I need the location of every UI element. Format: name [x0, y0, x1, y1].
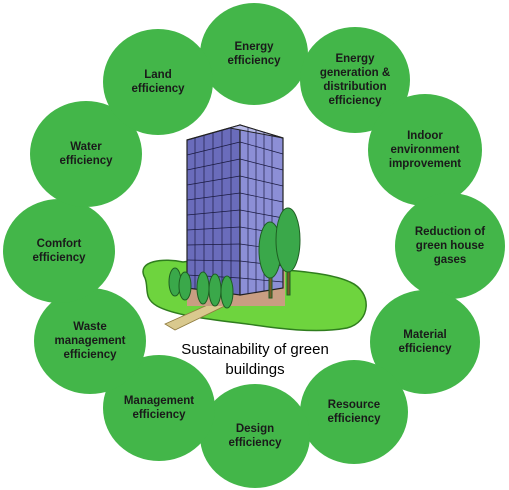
green-building-illustration	[142, 124, 367, 332]
trees	[168, 207, 301, 309]
node-label: Energy generation & distribution efficie…	[319, 53, 391, 107]
node-label: Management efficiency	[123, 395, 195, 421]
node-design-efficiency: Design efficiency	[200, 384, 310, 488]
node-indoor-environment: Indoor environment improvement	[368, 94, 482, 206]
node-land-efficiency: Land efficiency	[103, 29, 213, 135]
node-label: Comfort efficiency	[32, 238, 86, 264]
node-label: Design efficiency	[228, 423, 282, 449]
node-label: Energy efficiency	[227, 41, 281, 67]
node-label: Material efficiency	[398, 329, 452, 355]
node-waste-management: Waste management efficiency	[34, 288, 146, 394]
node-ghg-reduction: Reduction of green house gases	[395, 193, 505, 299]
node-label: Indoor environment improvement	[388, 130, 462, 170]
node-energy-generation: Energy generation & distribution efficie…	[300, 27, 410, 133]
node-energy-efficiency: Energy efficiency	[200, 3, 308, 105]
node-comfort-efficiency: Comfort efficiency	[3, 199, 115, 303]
node-label: Land efficiency	[131, 69, 185, 95]
node-label: Reduction of green house gases	[414, 226, 486, 266]
node-label: Resource efficiency	[327, 399, 381, 425]
node-resource-efficiency: Resource efficiency	[300, 360, 408, 464]
center-title: Sustainability of green buildings	[181, 341, 329, 378]
node-material-efficiency: Material efficiency	[370, 290, 480, 394]
node-label: Water efficiency	[59, 141, 113, 167]
node-label: Waste management efficiency	[54, 321, 126, 361]
